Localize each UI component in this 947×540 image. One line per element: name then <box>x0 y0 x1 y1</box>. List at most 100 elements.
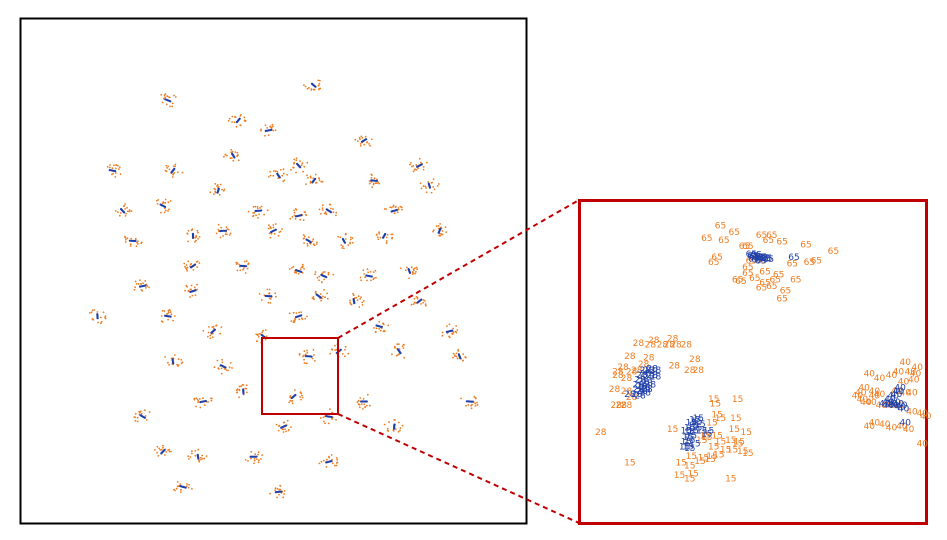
overview-point-blue <box>164 205 167 208</box>
zoom-point-label: 15 <box>684 444 695 454</box>
overview-point-orange <box>409 163 411 166</box>
overview-point-orange <box>323 278 326 281</box>
zoom-point-label: 40 <box>874 390 886 400</box>
overview-point-orange <box>474 402 477 405</box>
overview-point-orange <box>187 260 190 263</box>
overview-point-orange <box>252 206 255 208</box>
overview-point-orange <box>366 268 369 271</box>
overview-point-orange <box>359 142 362 145</box>
overview-point-orange <box>136 416 139 419</box>
overview-point-orange <box>377 238 380 241</box>
overview-cluster <box>186 228 201 243</box>
overview-point-orange <box>303 242 305 244</box>
overview-point-orange <box>164 96 166 98</box>
overview-point-orange <box>321 207 324 210</box>
overview-point-orange <box>289 396 292 399</box>
overview-point-orange <box>137 243 139 245</box>
overview-point-orange <box>404 269 407 272</box>
overview-point-orange <box>118 166 121 169</box>
overview-point-orange <box>360 279 363 282</box>
overview-point-blue <box>264 129 267 132</box>
overview-point-orange <box>320 299 322 302</box>
zoom-point-label: 40 <box>858 384 870 394</box>
overview-point-orange <box>397 430 400 433</box>
overview-point-orange <box>217 223 220 226</box>
zoom-point-label: 65 <box>758 254 769 264</box>
overview-point-orange <box>156 203 159 205</box>
overview-point-orange <box>140 242 143 245</box>
overview-point-orange <box>401 424 404 427</box>
zoom-point-label: 40 <box>886 400 898 410</box>
overview-cluster <box>133 409 151 423</box>
overview-point-orange <box>219 332 222 335</box>
zoom-point-label: 40 <box>899 419 911 429</box>
zoom-point-label: 15 <box>684 428 695 438</box>
overview-point-orange <box>347 352 350 355</box>
overview-point-orange <box>355 296 358 299</box>
overview-cluster <box>269 484 286 499</box>
overview-point-orange <box>318 179 321 182</box>
overview-point-orange <box>430 191 433 194</box>
overview-cluster <box>88 309 107 325</box>
overview-point-orange <box>119 212 122 214</box>
overview-point-orange <box>369 270 372 273</box>
overview-point-orange <box>236 391 239 394</box>
overview-point-orange <box>349 238 352 241</box>
overview-point-orange <box>356 401 359 404</box>
overview-point-orange <box>238 388 241 391</box>
overview-point-orange <box>193 286 196 289</box>
overview-point-orange <box>238 385 241 388</box>
overview-point-orange <box>235 263 238 266</box>
overview-point-orange <box>195 239 197 242</box>
overview-point-orange <box>414 168 417 171</box>
zoom-point-label: 28 <box>693 366 705 376</box>
overview-point-orange <box>250 450 253 453</box>
overview-point-orange <box>309 182 312 184</box>
zoom-connector-top <box>337 199 580 339</box>
zoom-point-label: 40 <box>879 400 891 410</box>
zoom-point-label: 40 <box>917 439 929 449</box>
overview-point-orange <box>167 210 169 212</box>
overview-point-orange <box>385 240 388 242</box>
overview-point-orange <box>295 157 298 160</box>
overview-point-orange <box>322 459 325 462</box>
overview-point-orange <box>271 123 274 126</box>
zoom-point-label: 40 <box>893 400 905 410</box>
overview-point-orange <box>185 268 188 271</box>
overview-cluster <box>260 123 277 137</box>
overview-point-orange <box>387 324 390 327</box>
overview-point-blue <box>310 355 313 358</box>
overview-point-orange <box>192 269 195 271</box>
zoom-point-label: 40 <box>869 419 881 429</box>
overview-point-orange <box>186 266 189 269</box>
overview-point-orange <box>269 125 272 128</box>
overview-point-blue <box>160 452 163 455</box>
zoom-point-label: 15 <box>694 420 705 430</box>
overview-point-orange <box>293 211 296 214</box>
overview-point-orange <box>197 231 199 234</box>
overview-point-orange <box>100 320 103 323</box>
overview-point-orange <box>344 348 346 351</box>
overview-point-orange <box>167 201 170 204</box>
overview-point-blue <box>390 210 393 213</box>
overview-point-orange <box>227 120 230 122</box>
overview-point-orange <box>314 360 316 362</box>
overview-point-orange <box>269 174 272 177</box>
overview-point-orange <box>327 422 330 425</box>
zoom-point-label: 65 <box>804 258 815 268</box>
overview-point-blue <box>138 285 142 288</box>
overview-point-orange <box>462 353 465 355</box>
overview-cluster <box>399 266 418 280</box>
overview-point-orange <box>144 415 147 417</box>
overview-point-orange <box>164 356 167 358</box>
overview-point-orange <box>363 143 366 146</box>
zoom-point-label: 15 <box>684 423 695 433</box>
zoom-point-label: 15 <box>711 411 722 421</box>
overview-point-orange <box>326 458 328 461</box>
overview-point-orange <box>261 331 264 334</box>
overview-point-orange <box>274 129 277 132</box>
overview-point-orange <box>242 268 245 271</box>
overview-point-orange <box>344 238 347 240</box>
zoom-point-label: 40 <box>891 390 903 400</box>
overview-point-orange <box>277 429 280 432</box>
